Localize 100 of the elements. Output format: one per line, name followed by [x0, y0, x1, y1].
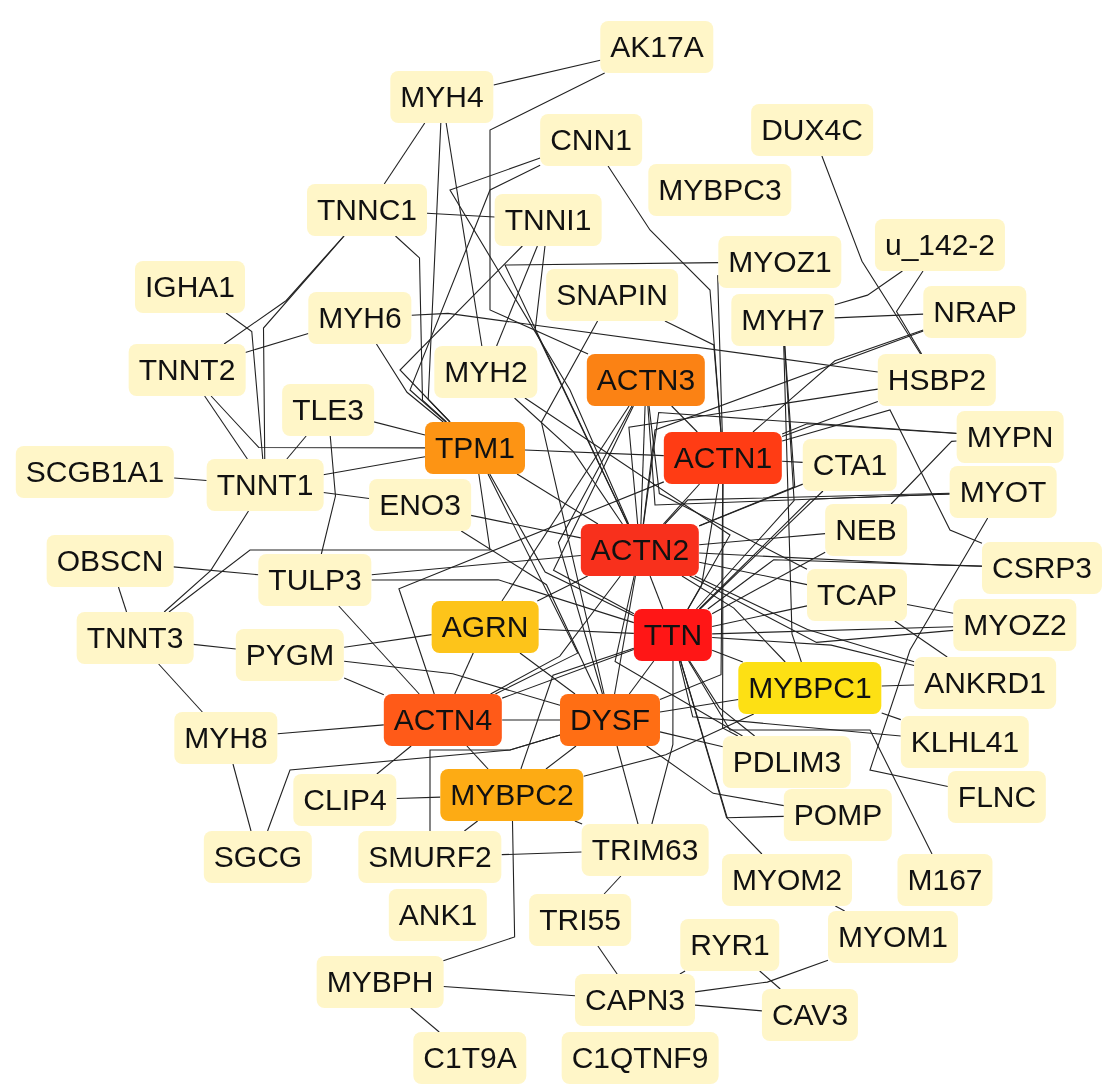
- interaction-line: [698, 533, 826, 546]
- gene-node: HSBP2: [877, 354, 997, 406]
- interaction-line: [286, 435, 307, 460]
- interaction-line: [869, 517, 989, 788]
- gene-node: SMURF2: [358, 831, 502, 883]
- interaction-line: [504, 262, 719, 525]
- gene-node: TRI55: [529, 894, 631, 946]
- interaction-line: [752, 329, 924, 433]
- gene-node: TPM1: [425, 422, 525, 474]
- interaction-line: [163, 510, 250, 613]
- interaction-line: [699, 490, 824, 610]
- interaction-line: [373, 421, 426, 436]
- interaction-line: [536, 575, 589, 602]
- gene-node: PDLIM3: [722, 736, 852, 788]
- interaction-line: [398, 481, 665, 695]
- gene-node: C1QTNF9: [561, 1032, 719, 1084]
- interaction-line: [493, 59, 601, 86]
- gene-node: TNNT1: [206, 459, 324, 511]
- gene-node: NRAP: [923, 286, 1027, 338]
- gene-node: TNNT3: [76, 612, 194, 664]
- interaction-line: [540, 320, 605, 695]
- gene-node: AK17A: [600, 21, 714, 73]
- interaction-line: [694, 575, 915, 663]
- gene-node: TCAP: [807, 569, 907, 621]
- gene-node: TTN: [633, 609, 713, 661]
- gene-node: DYSF: [560, 694, 660, 746]
- interaction-line: [427, 122, 451, 423]
- interaction-line: [383, 122, 426, 185]
- gene-node: CNN1: [540, 114, 642, 166]
- interaction-line: [643, 411, 958, 525]
- interaction-line: [614, 575, 636, 695]
- gene-node: PYGM: [235, 629, 345, 681]
- interaction-line: [881, 712, 902, 721]
- interaction-line: [659, 731, 724, 748]
- interaction-line: [210, 395, 426, 449]
- gene-node: TULP3: [258, 554, 372, 606]
- gene-node: AGRN: [431, 601, 539, 653]
- interaction-line: [781, 460, 804, 463]
- interaction-line: [496, 245, 538, 347]
- interaction-line: [781, 409, 983, 544]
- interaction-line: [834, 270, 903, 306]
- interaction-line: [834, 313, 924, 319]
- interaction-line: [597, 945, 618, 975]
- interaction-line: [267, 734, 561, 832]
- interaction-line: [501, 719, 561, 721]
- gene-node: MYBPC2: [440, 769, 584, 821]
- interaction-line: [707, 559, 983, 610]
- gene-node: MYH2: [434, 346, 538, 398]
- gene-node: MYBPH: [316, 956, 444, 1008]
- interaction-line: [687, 483, 720, 610]
- interaction-line: [890, 440, 958, 505]
- interaction-line: [616, 745, 639, 825]
- interaction-line: [711, 626, 954, 635]
- interaction-line: [678, 660, 902, 737]
- interaction-line: [244, 332, 309, 354]
- interaction-line: [651, 660, 674, 825]
- interaction-line: [501, 405, 630, 602]
- gene-node: ACTN3: [586, 354, 706, 406]
- gene-node: IGHA1: [135, 261, 245, 313]
- interaction-line: [410, 1007, 440, 1033]
- interaction-line: [204, 395, 248, 460]
- interaction-line: [640, 405, 646, 525]
- interaction-line: [894, 620, 948, 658]
- interaction-line: [322, 456, 426, 476]
- interaction-line: [223, 235, 345, 345]
- gene-node: TNNC1: [307, 184, 427, 236]
- interaction-line: [516, 473, 599, 525]
- interaction-line: [470, 514, 582, 539]
- interaction-line: [396, 796, 441, 799]
- interaction-line: [679, 970, 686, 975]
- interaction-line: [783, 345, 802, 663]
- interaction-line: [662, 483, 701, 525]
- interaction-line: [225, 312, 264, 460]
- interaction-line: [689, 575, 954, 643]
- interaction-line: [722, 483, 739, 737]
- gene-node: RYR1: [680, 919, 780, 971]
- interaction-line: [168, 473, 491, 613]
- interaction-line: [394, 235, 448, 423]
- gene-node: MYH7: [731, 294, 835, 346]
- gene-node: CSRP3: [982, 542, 1102, 594]
- interaction-line: [343, 634, 433, 648]
- gene-node: MYPN: [956, 411, 1064, 463]
- interaction-line: [338, 605, 420, 695]
- interaction-line: [426, 212, 496, 218]
- interaction-line: [711, 551, 826, 615]
- interaction-line: [711, 605, 808, 628]
- interaction-line: [711, 649, 744, 663]
- interaction-line: [545, 745, 577, 770]
- interaction-line: [698, 561, 808, 586]
- interaction-line: [694, 1004, 763, 1012]
- gene-node: KLHL41: [900, 716, 1030, 768]
- interaction-line: [649, 575, 664, 610]
- gene-node: MYOZ2: [953, 599, 1077, 651]
- gene-node: ACTN1: [663, 432, 783, 484]
- gene-node: POMP: [783, 789, 893, 841]
- interaction-line: [834, 905, 846, 912]
- interaction-line: [659, 698, 739, 713]
- gene-node: CAV3: [761, 989, 859, 1041]
- interaction-line: [895, 270, 924, 355]
- interaction-line: [583, 713, 755, 777]
